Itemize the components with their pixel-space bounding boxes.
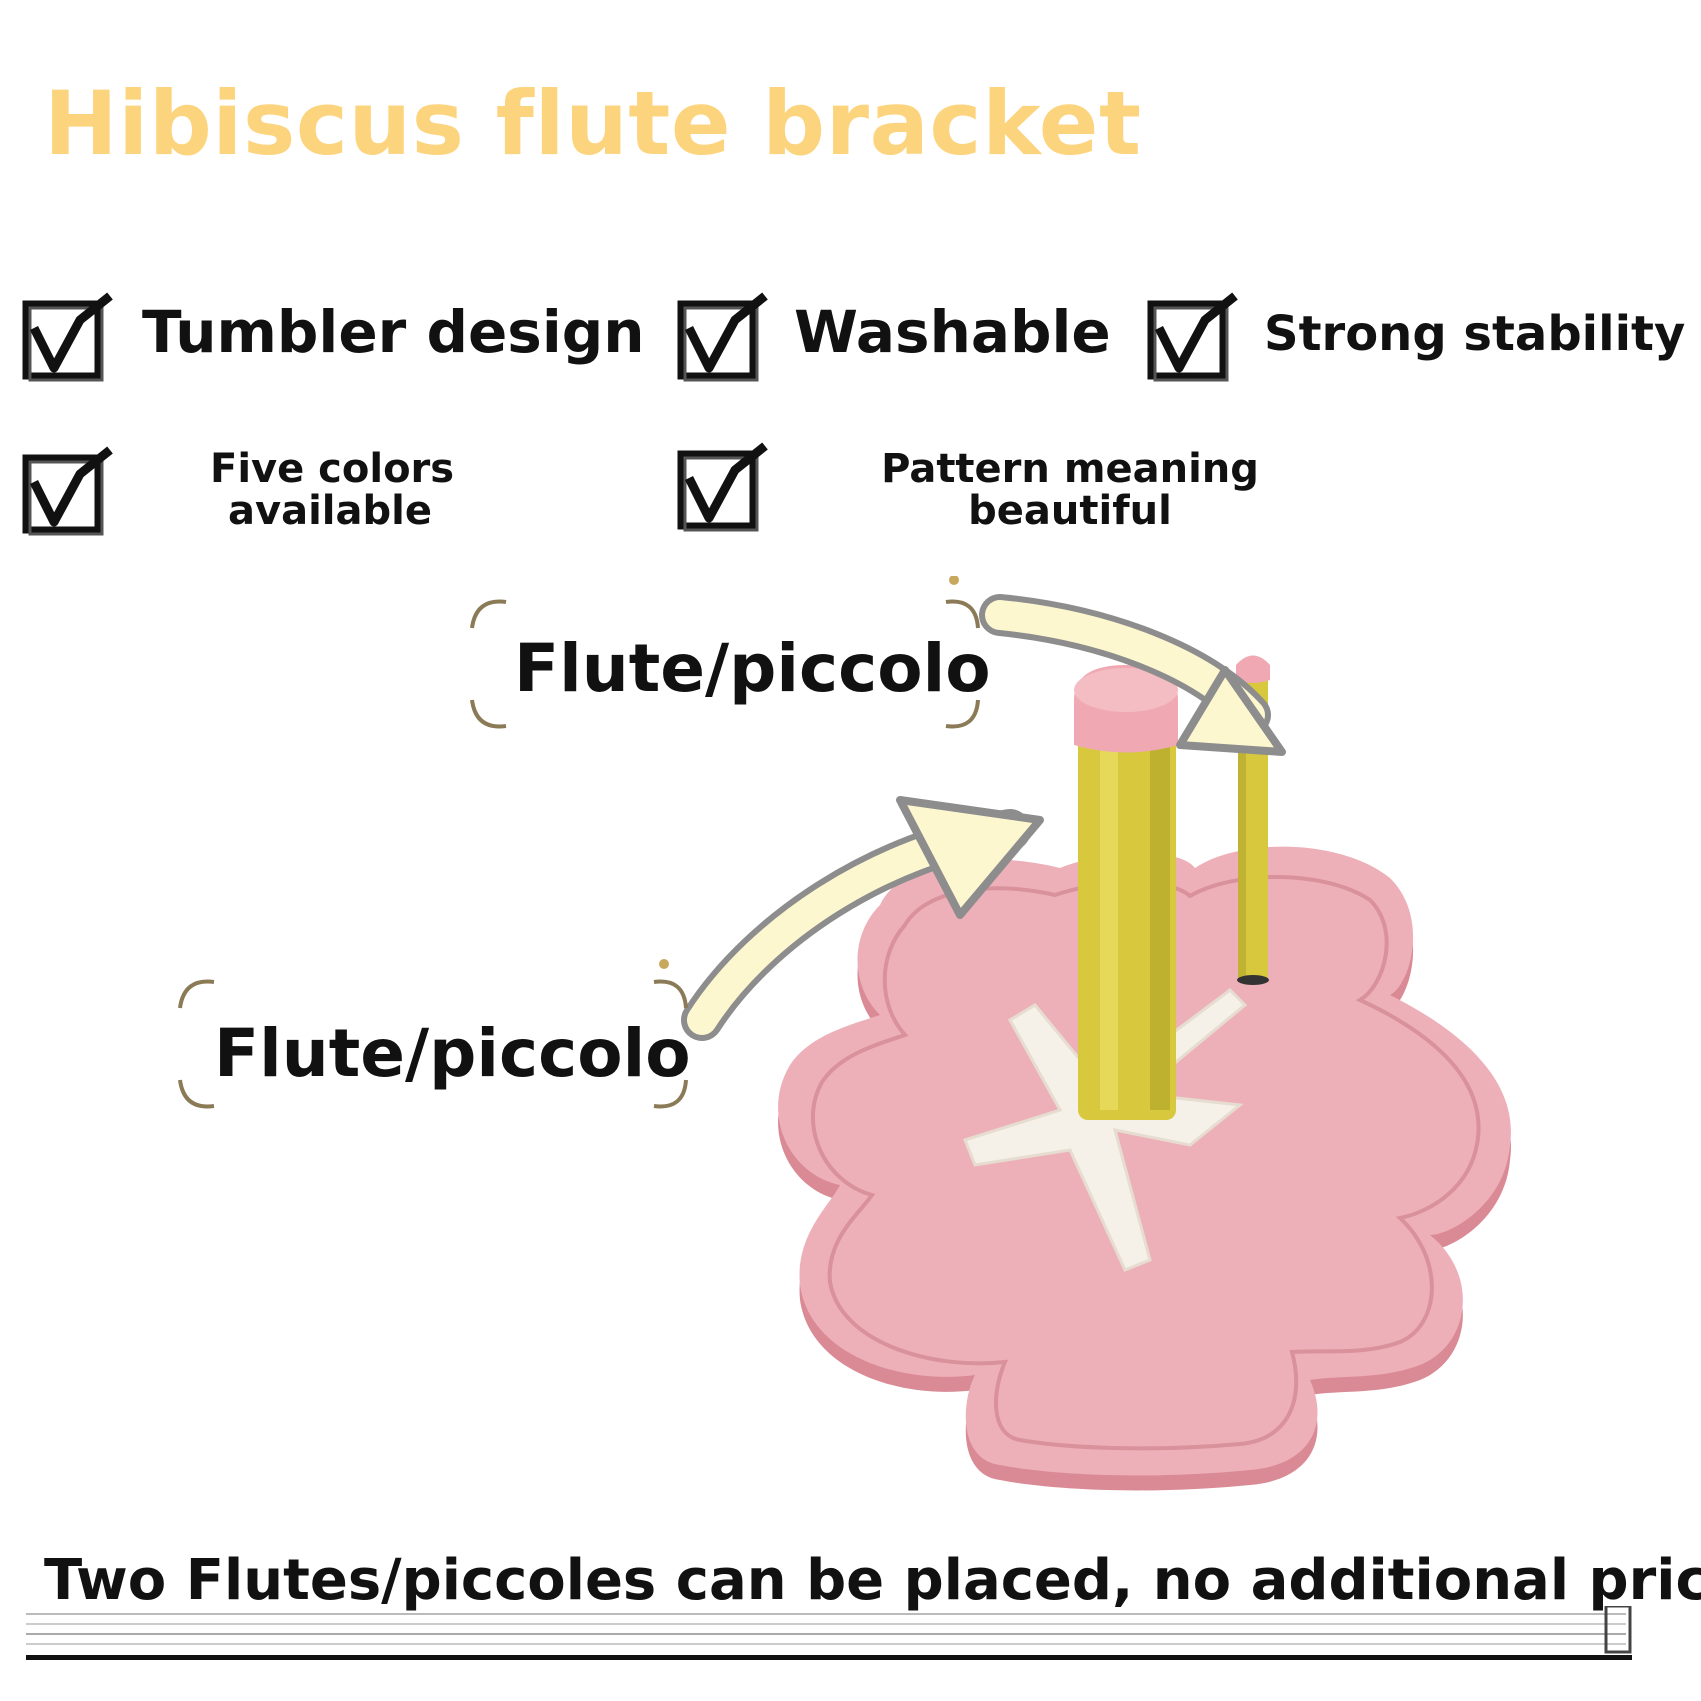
page-title: Hibiscus flute bracket	[44, 72, 1142, 175]
lower-callout-label: Flute/piccolo	[214, 1015, 691, 1092]
checkbox-checked-icon	[22, 446, 113, 536]
feature-strong-stability: Strong stability	[1264, 306, 1686, 362]
lower-callout-frame	[178, 959, 688, 1109]
upper-callout-label: Flute/piccolo	[514, 630, 991, 707]
feature-tumbler-design: Tumbler design	[142, 298, 645, 366]
flower-base-groove	[811, 874, 1481, 1451]
feature-five-colors-line1: Five colors	[210, 446, 455, 492]
checkbox-checked-icon	[677, 292, 768, 382]
flower-base-top	[778, 846, 1511, 1476]
star-holder	[963, 1003, 1244, 1272]
feature-pattern-line1: Pattern meaning	[881, 446, 1259, 492]
footer-rule	[26, 1655, 1632, 1660]
checkbox-checked-icon	[677, 442, 768, 532]
feature-pattern-line2: beautiful	[968, 488, 1172, 534]
feature-five-colors: Five colors available	[210, 446, 455, 534]
tall-pole-highlight	[1100, 740, 1118, 1110]
short-pole-shade	[1238, 670, 1246, 980]
tall-pole-cap-top	[1074, 668, 1178, 712]
feature-washable: Washable	[794, 298, 1111, 366]
short-pole-base-ring	[1237, 975, 1269, 985]
feature-pattern-meaning: Pattern meaning beautiful	[880, 448, 1260, 532]
upper-callout-frame	[470, 576, 980, 729]
footer-decor-lines	[26, 1606, 1632, 1654]
lower-arrowhead	[896, 796, 1044, 919]
checkbox-checked-icon	[22, 292, 113, 382]
upper-arrowhead	[1176, 666, 1286, 756]
footer-text: Two Flutes/piccoles can be placed, no ad…	[44, 1548, 1701, 1613]
feature-five-colors-line2: available	[228, 488, 432, 534]
tall-pole-shade	[1150, 740, 1170, 1110]
checkbox-checked-icon	[1147, 292, 1238, 382]
short-pole-cap	[1236, 655, 1270, 683]
